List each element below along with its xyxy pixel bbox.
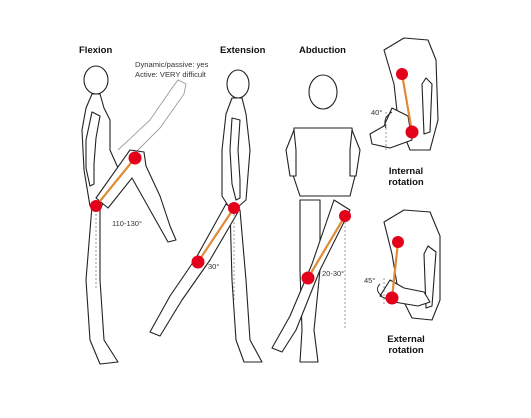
internal-rotation-title-line1: Internal	[388, 166, 424, 177]
external-rotation-hip-joint	[392, 236, 404, 248]
flexion-figure	[81, 65, 187, 365]
external-rotation-title: External rotation	[378, 334, 434, 356]
abduction-right-arm	[349, 129, 361, 177]
extension-figure	[149, 69, 263, 363]
extension-femur-line	[197, 207, 235, 263]
extension-knee-joint	[191, 255, 205, 269]
internal-rotation-arrow	[384, 111, 393, 129]
internal-rotation-hip-joint	[396, 68, 408, 80]
external-rotation-angle-label: 45°	[364, 276, 376, 285]
internal-rotation-arm	[421, 77, 433, 135]
extension-arm	[229, 117, 241, 201]
flexion-knee-joint	[128, 151, 142, 165]
flexion-hip-joint	[90, 200, 102, 212]
abduction-head	[308, 74, 338, 110]
internal-rotation-angle-label: 40°	[371, 108, 383, 117]
abduction-femur-line	[307, 215, 346, 279]
internal-rotation-femur-line	[400, 73, 414, 133]
flexion-arm	[85, 111, 101, 187]
abduction-torso	[291, 127, 357, 197]
extension-head	[226, 69, 250, 99]
flexion-head	[83, 65, 109, 95]
flexion-title: Flexion	[79, 45, 113, 56]
flexion-note: Dynamic/passive: yes Active: VERY diffic…	[135, 60, 208, 80]
abduction-title: Abduction	[299, 45, 346, 56]
abduction-hip-joint	[339, 210, 351, 222]
external-rotation-femur-line	[390, 241, 400, 299]
abduction-knee-joint	[301, 271, 315, 285]
internal-rotation-title-line2: rotation	[388, 177, 424, 188]
dynamic-passive-note: Dynamic/passive: yes	[135, 60, 209, 69]
internal-rotation-figure	[369, 37, 439, 151]
extension-standing-leg	[229, 207, 263, 363]
abduction-figure	[271, 74, 361, 363]
external-rotation-figure	[377, 209, 441, 321]
extension-hip-joint	[228, 202, 240, 214]
external-rotation-arrow	[377, 283, 383, 297]
flexion-femur-line	[95, 157, 136, 207]
extension-angle-label: 30°	[208, 262, 220, 271]
external-rotation-knee-joint	[385, 291, 399, 305]
external-rotation-arm	[423, 245, 437, 309]
flexion-ghost-leg	[117, 79, 187, 159]
external-rotation-title-line2: rotation	[388, 345, 424, 356]
internal-rotation-lower-leg	[369, 107, 413, 149]
abduction-angle-label: 20-30°	[322, 269, 345, 278]
extension-title: Extension	[220, 45, 266, 56]
flexion-angle-label: 110-130°	[112, 219, 142, 228]
active-note: Active: VERY difficult	[135, 70, 206, 79]
internal-rotation-title: Internal rotation	[378, 166, 434, 188]
flexion-standing-leg	[85, 205, 119, 365]
extension-extended-leg	[149, 203, 239, 337]
abduction-left-arm	[285, 129, 297, 177]
internal-rotation-knee-joint	[405, 125, 419, 139]
external-rotation-title-line1: External	[387, 334, 425, 345]
flexion-raised-leg	[95, 149, 177, 243]
